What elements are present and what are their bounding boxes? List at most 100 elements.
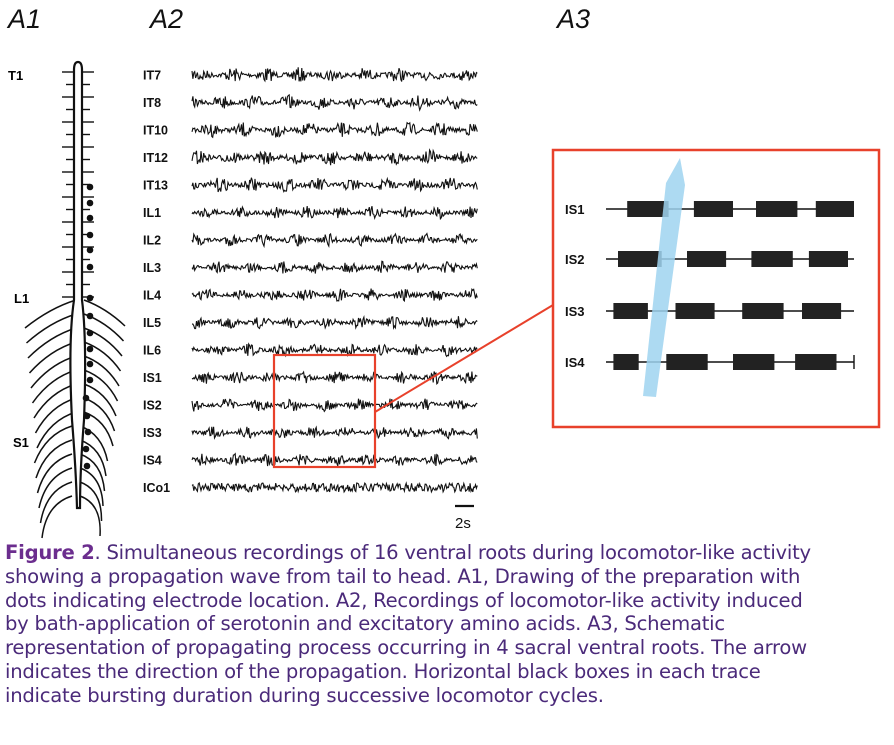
trace-label: IS4 (143, 454, 162, 468)
recording-trace (191, 148, 478, 166)
schematic-trace-label: IS4 (565, 355, 585, 370)
nerve-root (34, 397, 77, 434)
caption-line-7: indicate bursting duration during succes… (5, 683, 604, 707)
nerve-root (36, 453, 73, 494)
spinal-cord-drawing: T1 L1 S1 (8, 60, 126, 539)
burst-box (802, 303, 842, 319)
electrode-dot (86, 231, 94, 239)
segment-label-t1: T1 (8, 68, 23, 83)
trace-label: IL5 (143, 316, 161, 330)
caption-line-5: representation of propagating process oc… (5, 636, 807, 660)
nerve-root (38, 467, 73, 509)
nerve-root (39, 481, 73, 524)
recording-trace (191, 176, 478, 193)
burst-box (613, 303, 648, 319)
recording-trace (191, 425, 478, 440)
nerve-root (83, 327, 123, 357)
schematic-frame (551, 148, 881, 429)
burst-box (618, 251, 662, 267)
burst-box (751, 251, 793, 267)
nerve-root (83, 383, 117, 417)
nerve-root (79, 467, 104, 507)
trace-label: ICo1 (143, 481, 170, 495)
trace-label: IL3 (143, 261, 161, 275)
caption-line-3: dots indicating electrode location. A2, … (5, 588, 803, 612)
recording-trace (191, 288, 478, 303)
electrode-dot (86, 329, 94, 337)
recording-trace (191, 93, 478, 112)
electrode-dot (86, 294, 94, 302)
burst-box (627, 201, 669, 217)
schematic-trace-label: IS1 (565, 202, 585, 217)
figure-canvas: T1 L1 S1 IT7IT8IT10IT12IT13IL1IL2IL3IL4I… (8, 60, 881, 539)
burst-box (613, 354, 639, 370)
burst-box (675, 303, 715, 319)
electrode-dot (86, 376, 94, 384)
nerve-root (28, 341, 77, 374)
trace-label: IL4 (143, 289, 161, 303)
schematic-trace-label: IS2 (565, 252, 585, 267)
figure-caption: Figure 2. Simultaneous recordings of 16 … (5, 541, 890, 708)
trace-label: IS2 (143, 399, 162, 413)
trace-label: IT7 (143, 69, 161, 83)
figure-label: Figure 2 (5, 541, 95, 564)
burst-box (693, 201, 733, 217)
trace-label: IT13 (143, 179, 168, 193)
segment-label-l1: L1 (14, 291, 29, 306)
burst-box (687, 251, 727, 267)
segment-label-s1: S1 (13, 435, 29, 450)
burst-box (733, 354, 775, 370)
electrode-dot (86, 263, 94, 271)
nerve-root (79, 453, 106, 492)
nerve-root (83, 299, 126, 327)
electrode-dot (83, 412, 91, 420)
electrode-dot (86, 183, 94, 191)
trace-label: IT10 (143, 124, 168, 138)
panel-label-a3: A3 (557, 4, 591, 34)
nerve-root (36, 411, 77, 449)
electrode-dot (83, 462, 91, 470)
trace-label: IL1 (143, 206, 161, 220)
electrode-dot (86, 214, 94, 222)
nerve-root (83, 369, 119, 402)
caption-line-1: Figure 2. Simultaneous recordings of 16 … (5, 541, 811, 564)
recording-trace (191, 232, 478, 249)
electrode-dot (86, 246, 94, 254)
recording-trace (191, 205, 478, 221)
burst-box (756, 201, 798, 217)
burst-box (742, 303, 784, 319)
recording-trace (191, 67, 478, 83)
nerve-root (41, 495, 73, 539)
recording-trace (191, 452, 478, 467)
nerve-root (83, 341, 122, 372)
electrode-dot (86, 360, 94, 368)
burst-box (808, 251, 848, 267)
propagation-arrow (643, 158, 685, 397)
electrode-dot (82, 394, 90, 402)
nerve-root (35, 439, 73, 479)
recording-trace (191, 398, 478, 413)
burst-box (666, 354, 708, 370)
electrode-dot (86, 345, 94, 353)
trace-label: IS1 (143, 371, 162, 385)
caption-line-2: showing a propagation wave from tail to … (5, 564, 801, 588)
nerve-root (24, 299, 77, 329)
electrode-dot (86, 199, 94, 207)
trace-label: IT8 (143, 96, 161, 110)
trace-label: IS3 (143, 426, 162, 440)
panel-label-a2: A2 (150, 4, 184, 34)
recording-trace (192, 315, 478, 330)
scale-bar-label: 2s (455, 515, 471, 532)
nerve-root (79, 495, 101, 537)
recording-trace (191, 121, 478, 139)
trace-label: IL2 (143, 234, 161, 248)
caption-line-6: indicates the direction of the propagati… (5, 659, 761, 683)
recording-trace (191, 370, 478, 385)
recording-trace (191, 481, 478, 494)
electrode-dot (84, 428, 92, 436)
ventral-root-recordings: IT7IT8IT10IT12IT13IL1IL2IL3IL4IL5IL6IS1I… (143, 67, 554, 532)
caption-line-4: by bath-application of serotonin and exc… (5, 612, 725, 636)
recording-trace (191, 260, 478, 274)
electrode-dot (82, 445, 90, 453)
nerve-root (83, 355, 120, 387)
